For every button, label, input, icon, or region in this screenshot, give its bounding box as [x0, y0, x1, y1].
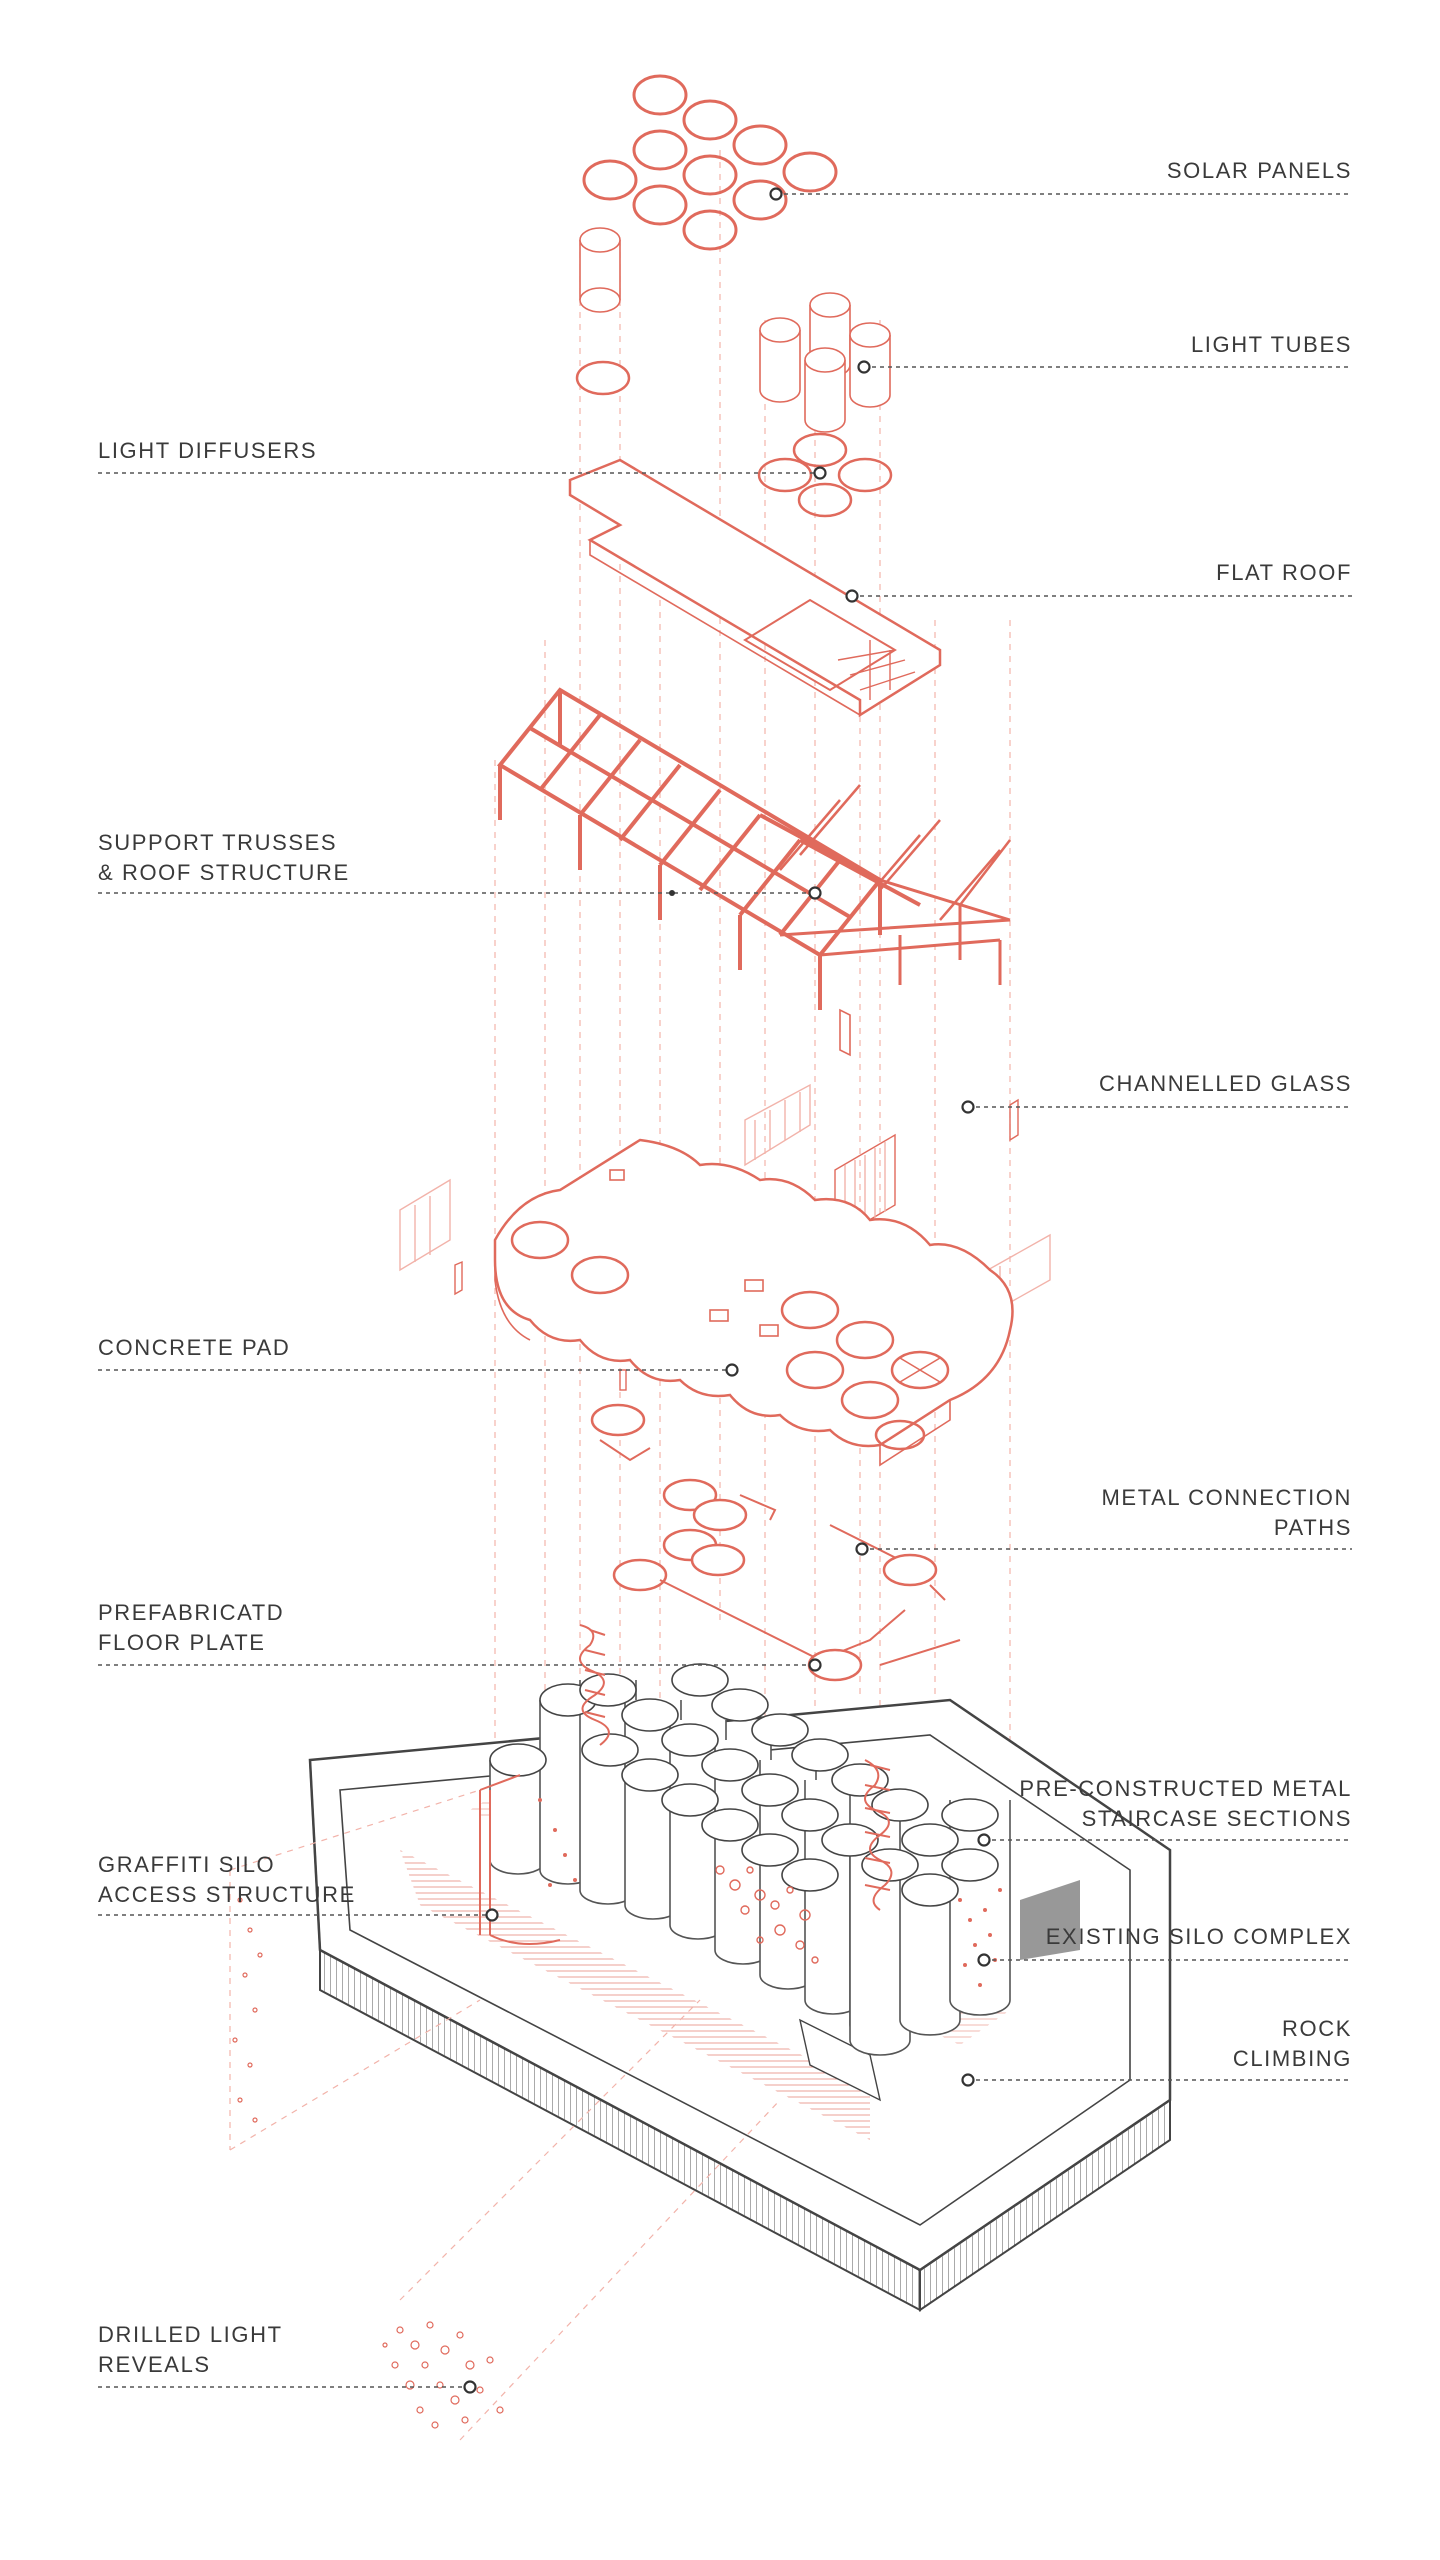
metal-staircase-sections: [579, 1624, 893, 1911]
projection-guides: [494, 150, 1011, 1900]
label-existing-silo-complex: EXISTING SILO COMPLEX: [1045, 1924, 1352, 1949]
leader-dots: [463, 187, 991, 2394]
leader-lines: [98, 193, 1352, 2388]
drilled-light-reveals: [232, 1897, 504, 2429]
label-light-tubes: LIGHT TUBES: [1190, 332, 1352, 357]
label-light-diffusers: LIGHT DIFFUSERS: [98, 438, 318, 463]
drilled-reveal-cluster-silo: [715, 1865, 819, 1964]
light-tube-left: [575, 227, 631, 396]
label-channelled-glass: CHANNELLED GLASS: [1098, 1071, 1352, 1096]
label-flat-roof: FLAT ROOF: [1216, 560, 1352, 585]
light-tubes: [759, 292, 891, 433]
label-solar-panels: SOLAR PANELS: [1166, 158, 1352, 183]
label-concrete-pad: CONCRETE PAD: [98, 1335, 291, 1360]
rock-climbing-texture: [538, 1798, 1002, 1987]
light-diffusers: [757, 432, 893, 518]
concrete-pad: [493, 1138, 1014, 1467]
label-support-trusses: SUPPORT TRUSSES & ROOF STRUCTURE: [98, 830, 350, 885]
label-drilled-light-reveals: DRILLED LIGHT REVEALS: [98, 2322, 283, 2377]
truss-center-dot: [669, 890, 675, 896]
support-trusses: [497, 687, 1011, 1010]
metal-connection-paths: [590, 1403, 961, 1682]
label-metal-connection-paths: METAL CONNECTION PATHS: [1101, 1485, 1352, 1540]
solar-panels: [582, 74, 838, 251]
label-pre-constructed-staircase: PRE-CONSTRUCTED METAL STAIRCASE SECTIONS: [1019, 1776, 1352, 1831]
reveal-projection-lines: [229, 1789, 781, 2441]
existing-silo-complex: [489, 1663, 1011, 2056]
flat-roof: [568, 458, 942, 718]
label-rock-climbing: ROCK CLIMBING: [1232, 2016, 1352, 2071]
label-graffiti-silo: GRAFFITI SILO ACCESS STRUCTURE: [98, 1852, 356, 1907]
label-prefabricated-floor-plate: PREFABRICATD FLOOR PLATE: [98, 1600, 285, 1655]
truss-fragment: [839, 1008, 851, 1057]
